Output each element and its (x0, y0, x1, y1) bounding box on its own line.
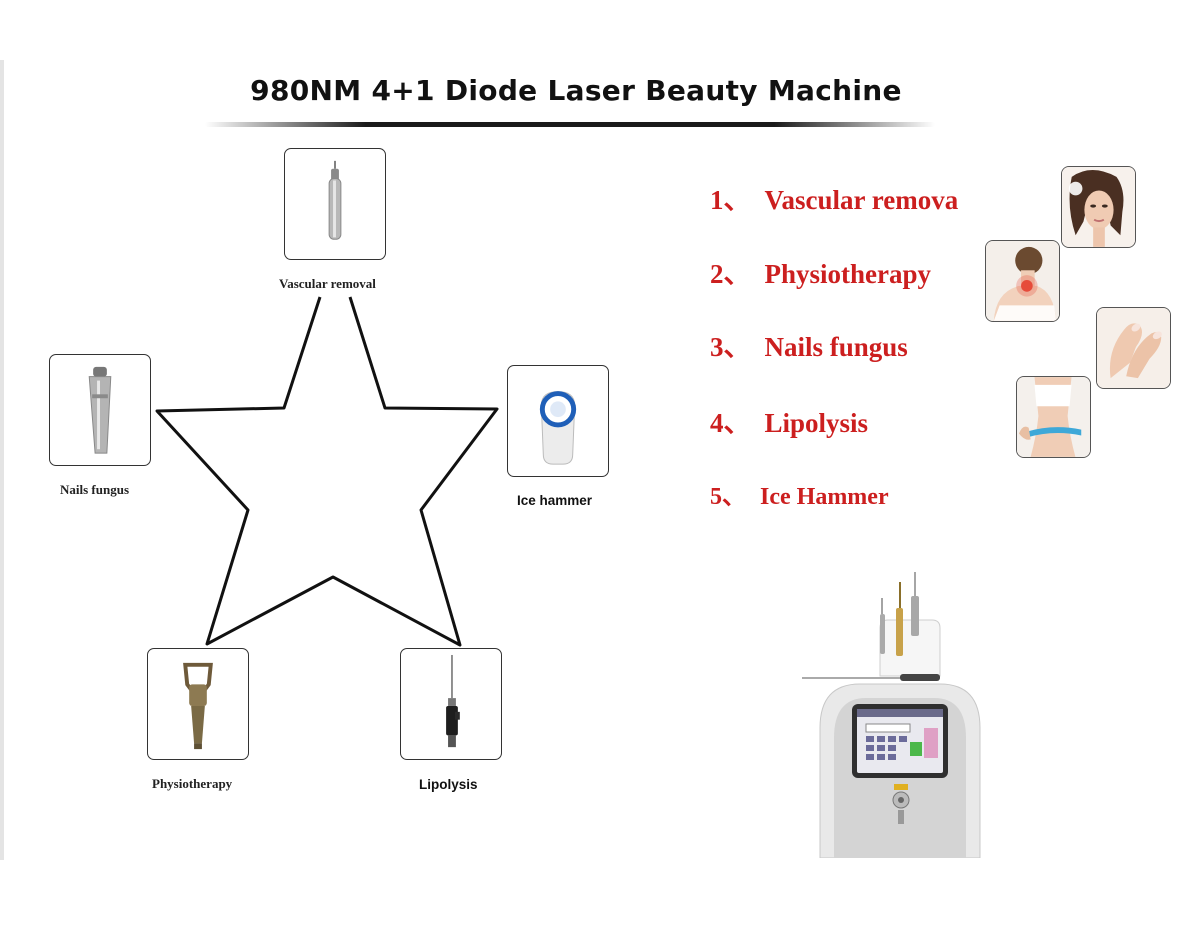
function-item-nails-fungus: 3、 Nails fungus (710, 325, 908, 364)
laser-machine-photo-icon (802, 572, 981, 858)
photo-physiotherapy (985, 240, 1060, 322)
function-label: Physiotherapy (764, 259, 932, 289)
function-number: 1、 (710, 185, 751, 215)
star-outline (155, 296, 499, 647)
photo-vascular (1061, 166, 1136, 248)
title-underline (205, 122, 935, 127)
ice-hammer-handpiece-icon (539, 391, 577, 465)
function-item-ice-hammer: 5、 Ice Hammer (710, 476, 889, 511)
handpiece-physiotherapy (147, 648, 249, 760)
left-edge-shade (0, 60, 4, 860)
lipolysis-fiber-handpiece-icon (446, 654, 460, 748)
handpiece-label-lipolysis: Lipolysis (419, 777, 478, 792)
function-number: 5、 (710, 484, 746, 510)
handpiece-nails-fungus (49, 354, 151, 466)
function-number: 3、 (710, 332, 751, 362)
laser-machine-image (800, 568, 990, 858)
function-number: 2、 (710, 259, 751, 289)
handpiece-lipolysis (400, 648, 502, 760)
handpiece-vascular-removal (284, 148, 386, 260)
function-item-vascular: 1、 Vascular remova (710, 178, 958, 217)
handpiece-label-vascular-removal: Vascular removal (279, 276, 376, 291)
photo-lipolysis (1016, 376, 1091, 458)
function-number: 4、 (710, 408, 751, 438)
waist-measure-photo-icon (1017, 377, 1090, 457)
function-label: Nails fungus (764, 332, 908, 362)
nail-fungus-handpiece-icon (88, 366, 112, 454)
function-item-physiotherapy: 2、 Physiotherapy (710, 252, 931, 291)
nails-hand-photo-icon (1097, 308, 1170, 388)
physiotherapy-handpiece-icon (183, 662, 213, 750)
photo-nails-fungus (1096, 307, 1171, 389)
handpiece-label-ice-hammer: Ice hammer (517, 493, 593, 508)
function-label: Lipolysis (764, 408, 869, 438)
handpiece-label-nails-fungus: Nails fungus (60, 482, 129, 497)
function-item-lipolysis: 4、 Lipolysis (710, 401, 868, 440)
thin-needle-handpiece-icon (328, 160, 342, 240)
function-label: Vascular remova (764, 185, 959, 215)
page-title: 980NM 4+1 Diode Laser Beauty Machine (250, 74, 902, 107)
woman-face-photo-icon (1062, 167, 1135, 247)
function-label: Ice Hammer (760, 484, 889, 510)
neck-pain-photo-icon (986, 241, 1059, 321)
handpiece-label-physiotherapy: Physiotherapy (152, 776, 233, 791)
handpiece-ice-hammer (507, 365, 609, 477)
